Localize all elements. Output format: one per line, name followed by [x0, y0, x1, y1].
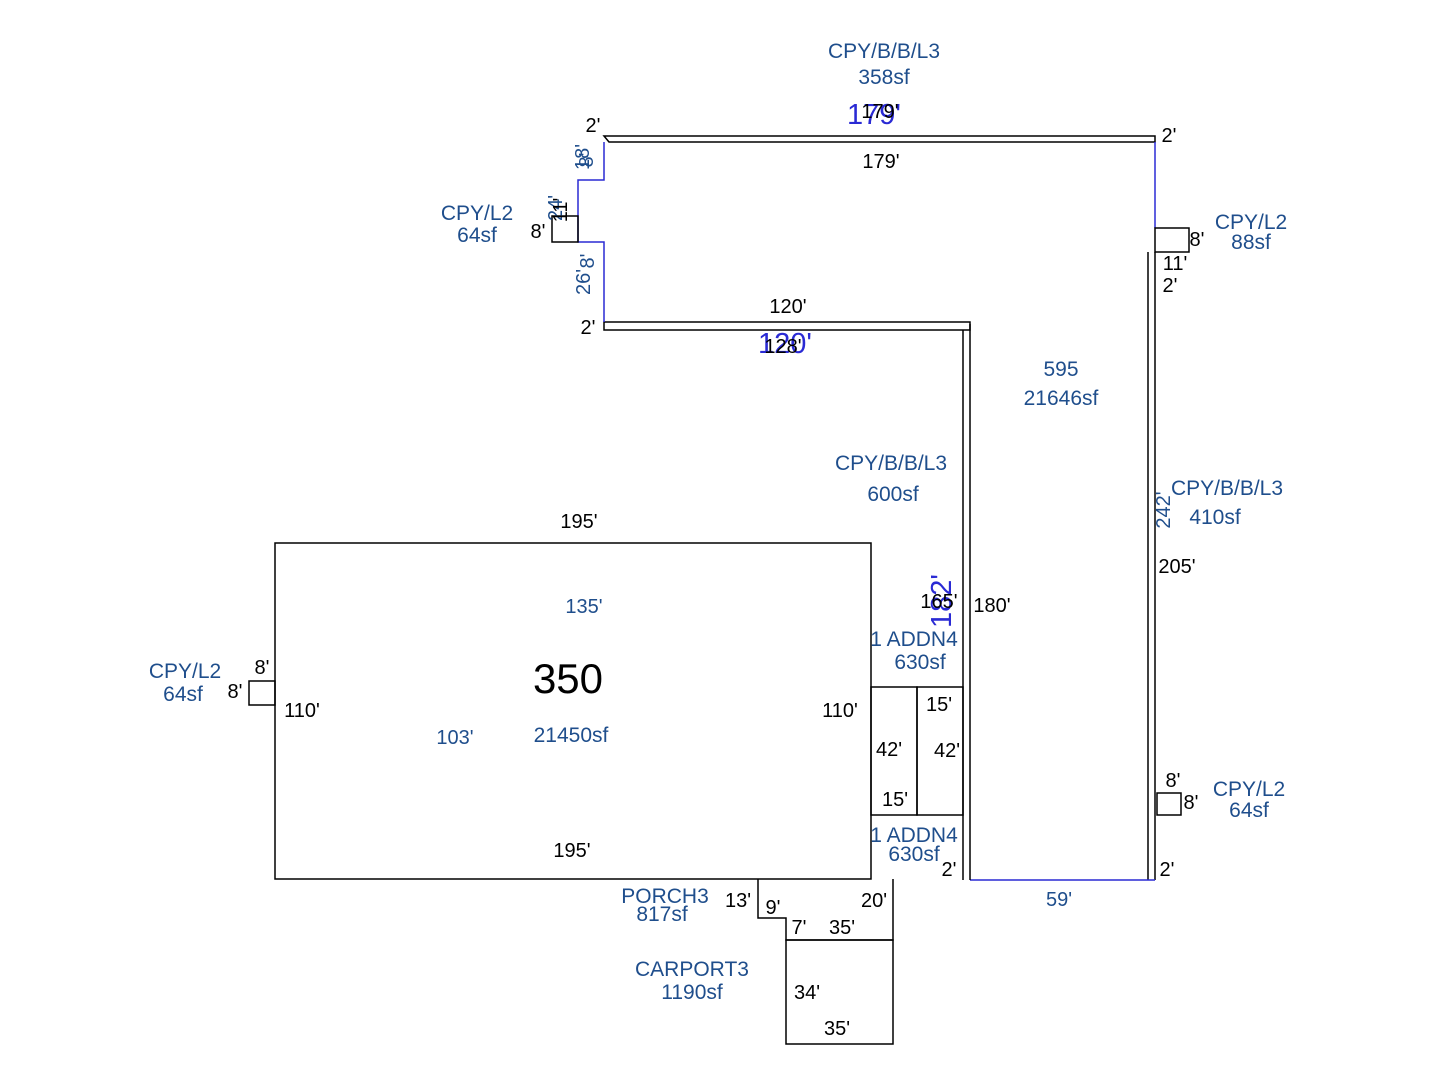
dim-top-179-overlay: 179' — [847, 99, 901, 131]
area-label-cpy-l2-right-lower: CPY/L2 — [1213, 778, 1285, 801]
dim-left-26: 26' — [573, 269, 595, 295]
area-label-cpy-l2-left: CPY/L2 — [149, 660, 221, 683]
dim-main-135: 135' — [565, 596, 602, 618]
area-size-main-350: 21450sf — [534, 724, 609, 747]
area-label-cpy-bbl3-right: CPY/B/B/L3 — [1171, 477, 1283, 500]
dim-porch-9: 9' — [766, 897, 781, 919]
dim-top-179-below: 179' — [862, 151, 899, 173]
dim-main-110-right: 110' — [822, 700, 858, 722]
dim-right-205: 205' — [1158, 556, 1195, 578]
dim-left-2-lower: 2' — [581, 317, 596, 339]
dim-top-left-2: 2' — [586, 115, 601, 137]
area-size-cpy-l2-left: 64sf — [163, 683, 203, 706]
dim-cpy-left-8-top: 8' — [255, 657, 270, 679]
dim-left-24: 24' — [545, 195, 567, 221]
area-label-cpy-l2-left-upper: CPY/L2 — [441, 202, 513, 225]
dim-right-8: 8' — [1190, 229, 1205, 251]
dim-cpy-right-8-side: 8' — [1184, 792, 1199, 814]
area-size-cpy-bbl3-right: 410sf — [1189, 506, 1241, 529]
dim-mid-128: 128' — [764, 336, 801, 358]
area-size-cpy-l2-right-lower: 64sf — [1229, 799, 1269, 822]
dim-addn-42-left: 42' — [876, 739, 902, 761]
area-label-main-350: 350 — [533, 655, 603, 702]
dim-carport-35-top: 35' — [829, 917, 855, 939]
area-size-cpy-bbl3-top: 358sf — [858, 66, 910, 89]
dim-porch-7: 7' — [792, 917, 807, 939]
canopy-right-upper-box — [1154, 227, 1190, 253]
area-size-carport: 1190sf — [661, 981, 723, 1004]
canopy-right-lower-box — [1156, 792, 1182, 816]
dim-cpy-left-8-side: 8' — [228, 681, 243, 703]
dim-right-242: 242' — [1153, 491, 1175, 528]
dim-main-110-left: 110' — [284, 700, 320, 722]
dim-mid-180: 180' — [973, 595, 1010, 617]
carport-outline — [785, 939, 894, 1045]
dim-mid-182: 182' — [926, 574, 958, 628]
dim-top-right-2: 2' — [1162, 125, 1177, 147]
dim-carport-35-bottom: 35' — [824, 1018, 850, 1040]
dim-bottom-59: 59' — [1046, 889, 1072, 911]
dim-bottom-2-left: 2' — [942, 859, 957, 881]
canopy-left-upper-box — [551, 215, 579, 243]
dim-left-8-lower: 8' — [577, 254, 599, 269]
area-size-cpy-bbl3-mid: 600sf — [867, 483, 919, 506]
dim-porch-20: 20' — [861, 890, 887, 912]
dim-left-8-upper: 8' — [576, 153, 598, 168]
dim-main-103: 103' — [436, 727, 473, 749]
building-595-outline — [577, 135, 1156, 881]
dim-addn-15-bottom: 15' — [882, 789, 908, 811]
dim-cpy-right-8-top: 8' — [1166, 770, 1181, 792]
dim-mid-120-overlay: 120' — [758, 328, 812, 360]
dim-top-179-inner: 179' — [861, 101, 898, 123]
area-size-addn-upper: 630sf — [894, 651, 946, 674]
building-350-outline — [274, 542, 872, 880]
dim-addn-15-top: 15' — [926, 694, 952, 716]
area-label-porch: PORCH3 — [621, 885, 709, 908]
dim-right-11: 11' — [1163, 253, 1188, 275]
dim-carport-34: 34' — [794, 982, 820, 1004]
area-size-porch: 817sf — [636, 903, 688, 926]
dim-mid-120-above: 120' — [769, 296, 806, 318]
area-size-main-595: 21646sf — [1024, 387, 1099, 410]
canopy-left-box — [248, 680, 276, 706]
area-label-cpy-bbl3-mid: CPY/B/B/L3 — [835, 452, 947, 475]
dim-left-11: 11' — [550, 198, 572, 223]
dim-main-195-bottom: 195' — [553, 840, 590, 862]
area-size-cpy-l2-right-upper: 88sf — [1231, 231, 1271, 254]
area-label-cpy-bbl3-top: CPY/B/B/L3 — [828, 40, 940, 63]
area-label-cpy-l2-right-upper: CPY/L2 — [1215, 211, 1287, 234]
area-label-addn-upper: 1 ADDN4 — [870, 628, 958, 651]
area-size-cpy-l2-left-upper: 64sf — [457, 224, 497, 247]
area-label-main-595: 595 — [1043, 358, 1078, 381]
dim-right-2: 2' — [1163, 275, 1178, 297]
dim-porch-13: 13' — [725, 890, 751, 912]
addition-lower-box — [870, 686, 918, 816]
area-size-addn-lower: 630sf — [888, 843, 940, 866]
dim-bottom-2-right: 2' — [1160, 859, 1175, 881]
dim-notch-8: 8' — [531, 221, 546, 243]
dim-addn-42-right: 42' — [934, 740, 960, 762]
dim-main-195-top: 195' — [560, 511, 597, 533]
area-label-addn-lower: 1 ADDN4 — [870, 824, 958, 847]
dim-mid-165: 165' — [920, 591, 957, 613]
porch-outline — [757, 879, 894, 941]
dim-left-18-overlay: 18' — [572, 144, 594, 170]
area-label-carport: CARPORT3 — [635, 958, 749, 981]
